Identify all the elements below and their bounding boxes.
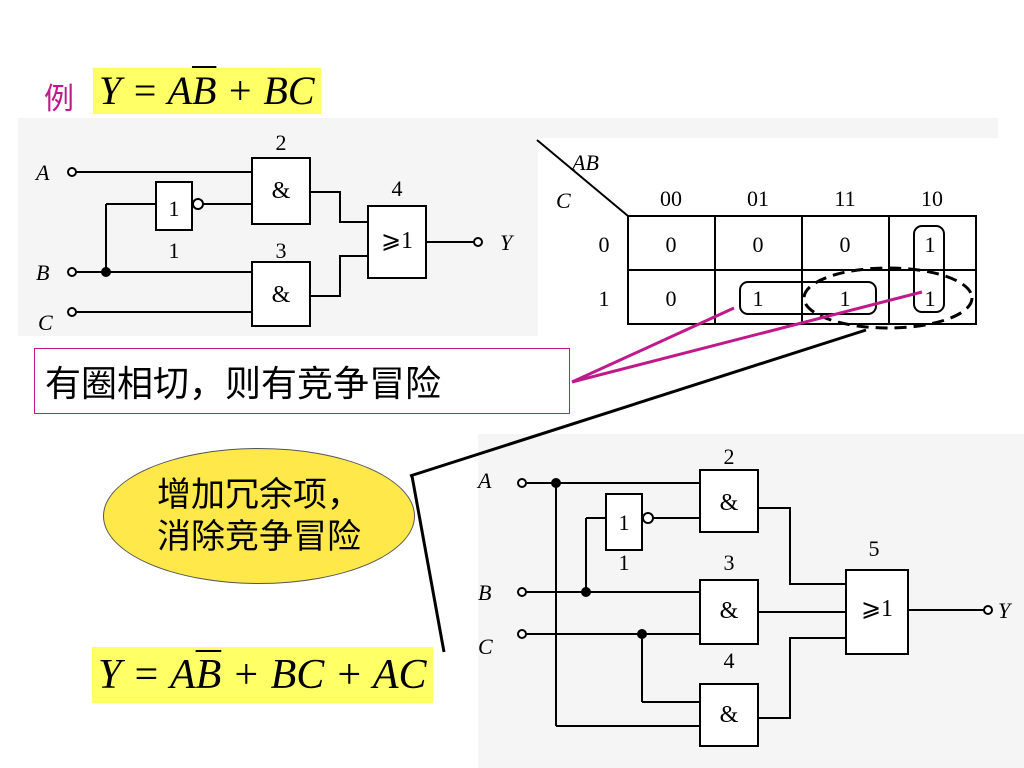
- pointer-to-ab-loop: [571, 290, 923, 384]
- c1-not-bubble: [192, 198, 204, 210]
- c2-not-gate: [605, 493, 643, 551]
- c2-not-bubble: [642, 512, 654, 524]
- c2-not-symbol: 1: [619, 510, 630, 535]
- kmap-row-var: C: [556, 188, 571, 213]
- formula2-part-rest: + BC + AC: [221, 652, 427, 698]
- c1-and-gate-2: [251, 157, 311, 225]
- c1-and-gate-3: [251, 261, 311, 327]
- c1-and2-symbol: &: [272, 178, 291, 204]
- kmap-cell: 0: [666, 286, 677, 311]
- c2-and2-symbol: &: [720, 490, 739, 516]
- callout-ellipse: 增加冗余项， 消除竞争冒险: [103, 448, 415, 584]
- c2-and2-number: 2: [724, 444, 735, 469]
- c2-or-gate-5: [845, 569, 909, 655]
- c2-and3-number: 3: [724, 550, 735, 575]
- c2-output-terminal: [983, 605, 993, 615]
- c2-input-c-terminal: [517, 629, 527, 639]
- c1-label-c: C: [38, 310, 53, 335]
- c1-label-a: A: [34, 160, 50, 185]
- c2-input-b-terminal: [517, 587, 527, 597]
- formula1-part-bbar: B: [191, 68, 217, 113]
- c1-and3-number: 3: [276, 238, 287, 263]
- c1-or4-symbol: ⩾1: [381, 228, 413, 254]
- c1-not-symbol: 1: [169, 196, 180, 221]
- c1-not-gate: [155, 181, 193, 231]
- c2-and-gate-4: [699, 683, 759, 747]
- c2-label-b: B: [478, 580, 491, 605]
- c2-label-c: C: [478, 634, 493, 659]
- c1-label-y: Y: [500, 230, 515, 255]
- c1-input-c-terminal: [67, 307, 77, 317]
- formula1-part-a: Y = A: [99, 68, 192, 113]
- c2-not-number: 1: [619, 550, 630, 575]
- c2-input-a-terminal: [517, 478, 527, 488]
- c1-and3-symbol: &: [272, 282, 291, 308]
- c1-not-number: 1: [169, 238, 180, 263]
- c1-or4-number: 4: [392, 176, 403, 201]
- c1-input-a-terminal: [67, 167, 77, 177]
- example-label: 例: [44, 82, 74, 117]
- kmap-col-11: 11: [834, 186, 855, 211]
- c1-output-terminal: [473, 237, 483, 247]
- kmap-cell: 1: [753, 286, 764, 311]
- c2-and-gate-2: [699, 469, 759, 533]
- pointer-to-ac-loop: [409, 328, 867, 478]
- c2-and4-number: 4: [724, 648, 735, 673]
- c1-and2-number: 2: [276, 130, 287, 155]
- kmap-col-01: 01: [747, 186, 769, 211]
- pointer-to-new-formula: [410, 475, 446, 653]
- kmap-cell: 0: [666, 232, 677, 257]
- kmap-loop-bc: [739, 281, 877, 315]
- c2-and3-symbol: &: [720, 598, 739, 624]
- kmap-col-10: 10: [921, 186, 943, 211]
- callout-line2: 消除竞争冒险: [157, 517, 361, 557]
- kmap-panel-strip: [538, 118, 998, 138]
- c1-label-b: B: [36, 260, 49, 285]
- kmap-cell: 1: [925, 232, 936, 257]
- kmap-row-1: 1: [599, 286, 610, 311]
- kmap-cell: 0: [840, 232, 851, 257]
- kmap-cell: 0: [753, 232, 764, 257]
- c2-and4-symbol: &: [720, 702, 739, 728]
- c2-or5-symbol: ⩾1: [861, 596, 893, 622]
- kmap-loop-ac-dashed: [802, 266, 974, 330]
- kmap-cell: 1: [840, 286, 851, 311]
- kmap-col-var: AB: [570, 150, 599, 175]
- c1-input-b-terminal: [67, 267, 77, 277]
- formula2-part-bbar: B: [195, 652, 222, 698]
- c2-label-a: A: [476, 468, 492, 493]
- kmap-cell: 1: [925, 286, 936, 311]
- formula1-part-rest: + BC: [216, 68, 315, 113]
- c1-or-gate-4: [367, 205, 427, 279]
- c2-label-y: Y: [998, 598, 1013, 623]
- hazard-note: 有圈相切，则有竞争冒险: [34, 348, 570, 414]
- kmap-col-00: 00: [660, 186, 682, 211]
- kmap-row-0: 0: [599, 232, 610, 257]
- kmap-diagonal: [536, 139, 629, 217]
- formula2-part-a: Y = A: [98, 652, 196, 698]
- pointer-to-bc-loop: [571, 306, 735, 384]
- c2-or5-number: 5: [869, 536, 880, 561]
- callout-line1: 增加冗余项，: [157, 474, 361, 515]
